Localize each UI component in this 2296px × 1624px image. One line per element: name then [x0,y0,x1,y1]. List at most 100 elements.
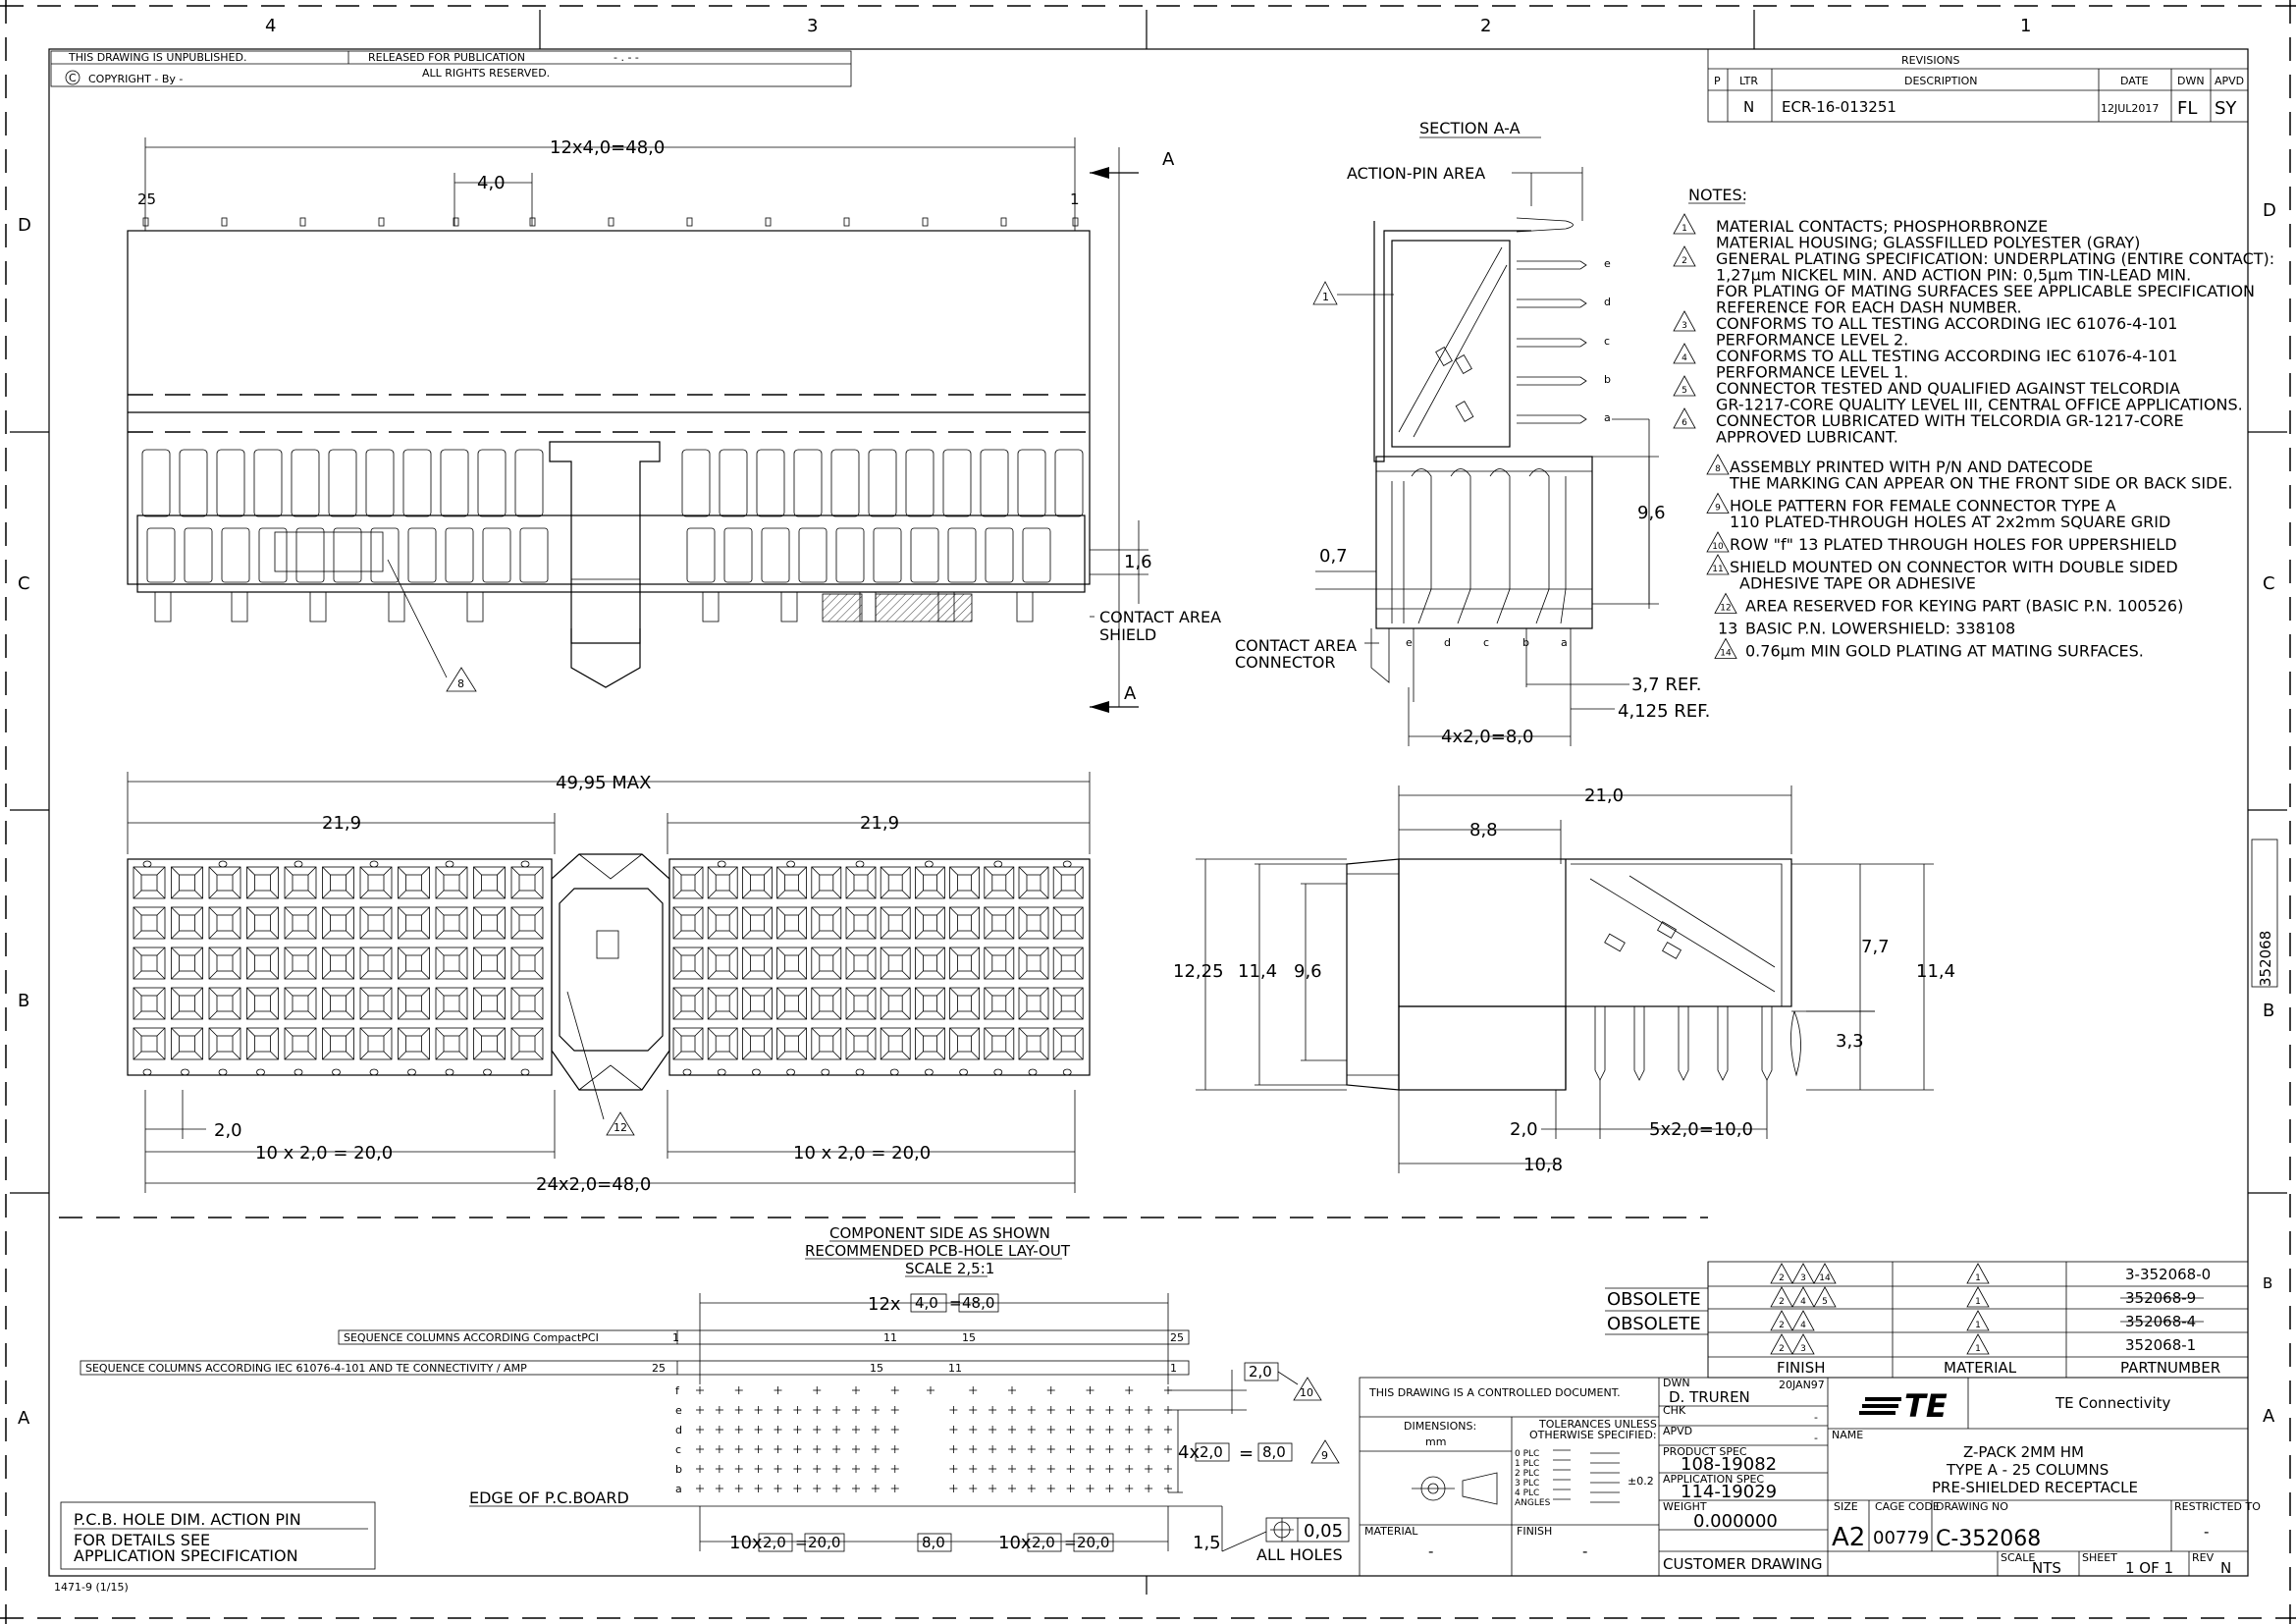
pcb-hole [1086,1406,1095,1414]
pcb-hole [832,1445,841,1453]
pcb-hole [1008,1485,1016,1492]
pcb-hole [813,1386,822,1394]
front-bump [993,1068,1003,1076]
note-flag-8: 4 [1673,343,1696,364]
front-cell [776,906,807,940]
legal-copyright: COPYRIGHT - By - [88,73,183,85]
front-bump [889,1068,899,1076]
pcb-seq1-num-1: 1 [672,1331,679,1344]
front-cell [984,947,1015,980]
pcb-hole [1125,1406,1134,1414]
note-line-10: CONNECTOR TESTED AND QUALIFIED AGAINST T… [1716,379,2180,398]
pcb-hole [969,1406,978,1414]
front-bump [369,860,379,868]
front-cell [398,866,430,899]
pcb-hole [1086,1445,1095,1453]
tb-apvd: - [1814,1432,1818,1444]
front-cell [776,1027,807,1060]
pcb-seq2-label: SEQUENCE COLUMNS ACCORDING IEC 61076-4-1… [85,1362,527,1375]
pcb-hole [852,1485,860,1492]
rev-apvd: SY [2215,98,2237,119]
tb-name-label: NAME [1832,1429,1863,1441]
note2-line-5: SHIELD MOUNTED ON CONNECTOR WITH DOUBLE … [1730,558,2178,576]
front-cell [246,987,279,1020]
pcb-hole [1066,1406,1075,1414]
zone-row-b-left: B [18,991,29,1011]
note-line-4: FOR PLATING OF MATING SURFACES SEE APPLI… [1716,282,2255,300]
pcb-hole [754,1445,763,1453]
pcb-hole [813,1465,822,1473]
pcb-seq1-num-15: 15 [962,1331,976,1344]
pcb-hole [1046,1406,1055,1414]
revisions-block: REVISIONS P LTR DESCRIPTION DATE DWN APV… [1707,48,2249,123]
pcb-hole [890,1485,899,1492]
side-dim-2-0: 2,0 [1510,1119,1538,1140]
front-bump [1062,1068,1072,1076]
front-cell [398,987,430,1020]
pcb-hole [1105,1406,1114,1414]
pcb-hole [890,1426,899,1434]
pcb-hole [1125,1426,1134,1434]
front-bump [142,1068,152,1076]
front-dim-left: 21,9 [322,813,361,834]
pcb-hole [852,1426,860,1434]
front-bump [520,1068,530,1076]
pcb-hole [949,1445,958,1453]
pcb-dim-1-5: 1,5 [1193,1533,1221,1553]
front-cell [473,987,506,1020]
side-dim-pitch: 5x2,0=10,0 [1649,1119,1753,1140]
tol-row-label: 2 PLC [1515,1469,1539,1479]
section-title: SECTION A-A [1419,119,1521,137]
front-dim-2-0: 2,0 [214,1120,242,1141]
variant-finish-flag: 4 [1791,1286,1815,1308]
pcb-row-a: a [675,1483,682,1495]
note-flag-10: 5 [1673,375,1696,397]
tb-tol-pm: ±0.2 [1628,1475,1654,1488]
section-dim-0-7: 0,7 [1319,546,1348,567]
tb-chk: - [1814,1411,1818,1424]
rev-header-apvd: APVD [2215,75,2244,87]
tb-sheet-label: SHEET [2082,1551,2117,1564]
front-view: 49,95 MAX 21,9 21,9 2,0 10 x 2,0 = 20,0 … [127,772,1091,1195]
pcb-hole [969,1485,978,1492]
front-cell [915,1027,945,1060]
variants-zone-b: B [2263,1274,2272,1292]
tb-tolerances-1: TOLERANCES UNLESS [1538,1418,1657,1431]
top-flag-8: 8 [457,677,464,690]
pcb-hole [715,1465,723,1473]
side-dim-9-6: 9,6 [1294,961,1322,982]
pcb-hole [1008,1406,1016,1414]
variants-header-part: PARTNUMBER [2120,1359,2220,1377]
rev-date: 12JUL2017 [2101,102,2159,115]
front-dim-max: 49,95 MAX [556,773,651,793]
note2-line-2: HOLE PATTERN FOR FEMALE CONNECTOR TYPE A [1730,497,2116,515]
front-cell [171,987,203,1020]
note-flag-12: 6 [1673,407,1696,429]
pcb-row-c: c [675,1443,681,1456]
front-cell [672,947,704,980]
front-bump [1062,860,1072,868]
pcb-hole [696,1426,704,1434]
note-flag-0: 1 [1673,213,1696,235]
section-action-pin-area: ACTION-PIN AREA [1347,164,1485,183]
front-cell [915,866,945,899]
front-bump [520,860,530,868]
pcb-hole [1066,1465,1075,1473]
note2-flag-9-text: 14 [1720,649,1732,659]
tb-logo-mark [1859,1397,1901,1415]
pcb-eq: = [1239,1443,1254,1464]
note-flag-2: 2 [1673,245,1696,267]
pcb-dim-bottom-box3: 2,0 [1032,1534,1055,1551]
note2-line-8: BASIC P.N. LOWERSHIELD: 338108 [1745,620,2015,638]
pcb-seq1-label: SEQUENCE COLUMNS ACCORDING CompactPCI [344,1331,599,1344]
variant-finish-flag: 3 [1791,1263,1815,1284]
front-cell [435,1027,468,1060]
top-contact-windows-upper [141,449,1084,517]
front-bump [445,1068,454,1076]
tb-rev: N [2220,1559,2231,1577]
side-dim-12-25: 12,25 [1173,961,1224,982]
front-cell [246,1027,279,1060]
variant-finish-flag: 2 [1770,1286,1793,1308]
pcb-hole [969,1386,978,1394]
